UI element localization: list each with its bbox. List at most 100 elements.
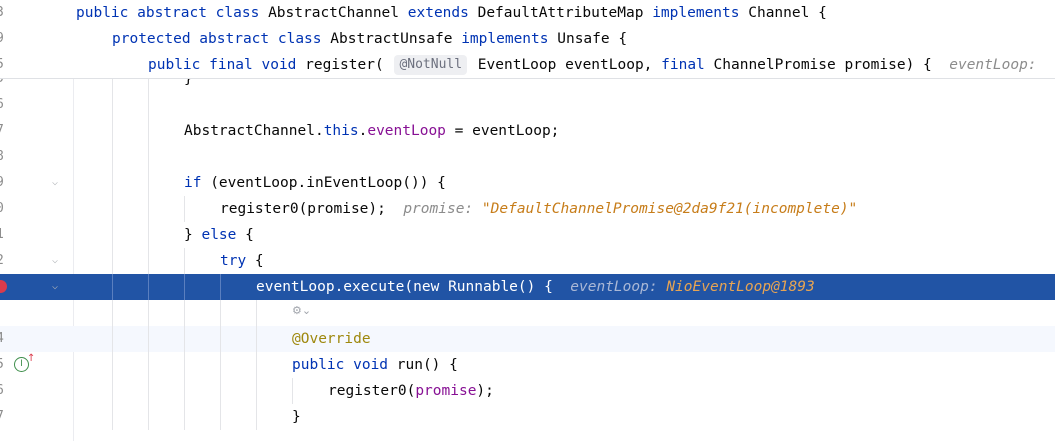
indent-guide — [112, 118, 113, 144]
code-line[interactable]: 6 register0(promise); — [0, 378, 1055, 404]
indent-guide — [112, 352, 113, 378]
line-number[interactable] — [0, 274, 22, 300]
code-text[interactable]: protected abstract class AbstractUnsafe … — [112, 26, 627, 52]
indent-guide — [220, 300, 221, 326]
line-number[interactable]: 7 — [0, 404, 22, 430]
code-text[interactable]: } else { — [184, 222, 254, 248]
breakpoint-icon[interactable] — [0, 280, 7, 293]
line-number-text: 9 — [0, 170, 4, 196]
indent-guide — [220, 378, 221, 404]
implements-method-icon[interactable]: I — [14, 357, 29, 372]
code-line[interactable]: 5I↑ public void run() { — [0, 352, 1055, 378]
indent-guide — [148, 248, 149, 274]
sticky-code-line[interactable]: 9 protected abstract class AbstractUnsafe… — [0, 26, 1055, 52]
gutter-action-icon[interactable]: ⚙⌄ — [292, 304, 312, 317]
code-text[interactable]: } — [184, 66, 193, 92]
code-text[interactable]: public final void register( @NotNull Eve… — [148, 52, 1045, 78]
code-text[interactable]: AbstractChannel.this.eventLoop = eventLo… — [184, 118, 559, 144]
indent-guide — [184, 378, 185, 404]
indent-guide — [220, 274, 221, 300]
indent-guide — [148, 222, 149, 248]
line-number[interactable]: 6 — [0, 92, 22, 118]
fold-chevron-icon[interactable]: ⌵ — [52, 255, 59, 266]
code-text[interactable]: public abstract class AbstractChannel ex… — [76, 0, 827, 26]
code-text[interactable]: try { — [220, 248, 264, 274]
line-number[interactable]: 2 — [0, 248, 22, 274]
code-line[interactable]: 7 AbstractChannel.this.eventLoop = eventL… — [0, 118, 1055, 144]
code-text[interactable]: } — [292, 404, 301, 430]
code-line[interactable]: 9 ⌵ if (eventLoop.inEventLoop()) { — [0, 170, 1055, 196]
line-number[interactable]: 0 — [0, 196, 22, 222]
code-line[interactable]: 6 — [0, 92, 1055, 118]
code-token: Unsafe { — [557, 31, 628, 47]
code-text[interactable]: public void run() { — [292, 352, 458, 378]
navigate-up-arrow-icon[interactable]: ↑ — [27, 353, 36, 364]
indent-guide — [220, 352, 221, 378]
line-number-text: 2 — [0, 248, 4, 274]
line-number-text: 9 — [0, 26, 4, 52]
code-line[interactable]: 1 } else { — [0, 222, 1055, 248]
indent-guide — [256, 300, 257, 326]
indent-guide — [112, 326, 113, 352]
indent-guide — [184, 352, 185, 378]
line-number[interactable]: 9 — [0, 170, 22, 196]
code-text[interactable]: @Override — [292, 326, 371, 352]
code-text[interactable]: eventLoop.execute(new Runnable() { event… — [256, 274, 815, 300]
code-token: run() { — [396, 357, 458, 373]
line-number[interactable]: 6 — [0, 378, 22, 404]
line-number[interactable]: 8 — [0, 144, 22, 170]
line-number[interactable]: 1 — [0, 222, 22, 248]
indent-guide — [148, 326, 149, 352]
line-number[interactable]: 7 — [0, 118, 22, 144]
code-token: = eventLoop; — [445, 123, 560, 139]
code-line[interactable]: 4 @Override — [0, 326, 1055, 352]
code-line[interactable]: 0 register0(promise); promise: "DefaultCh… — [0, 196, 1055, 222]
code-token: . — [358, 123, 368, 139]
indent-guide — [148, 352, 149, 378]
code-line[interactable]: 7} — [0, 404, 1055, 430]
indent-guide — [148, 92, 149, 118]
line-number[interactable]: 5 — [0, 52, 22, 78]
indent-guide — [184, 326, 185, 352]
code-line[interactable]: 8 — [0, 144, 1055, 170]
indent-guide — [256, 404, 257, 430]
line-number[interactable] — [0, 300, 22, 326]
code-line[interactable]: 2 ⌵ try { — [0, 248, 1055, 274]
indent-guide — [148, 66, 149, 92]
code-text[interactable]: register0(promise); — [328, 378, 494, 404]
indent-guide — [220, 326, 221, 352]
code-token: eventLoop.execute( — [256, 279, 414, 295]
line-number[interactable]: 5 — [0, 352, 22, 378]
sticky-code-line[interactable]: 3 public abstract class AbstractChannel e… — [0, 0, 1055, 26]
indent-guide — [112, 378, 113, 404]
indent-guide — [256, 326, 257, 352]
indent-guide — [292, 378, 293, 404]
indent-guide — [112, 222, 113, 248]
line-number[interactable]: 9 — [0, 26, 22, 52]
fold-chevron-icon[interactable]: ⌵ — [52, 177, 59, 188]
sticky-scroll-header[interactable]: 3 public abstract class AbstractChannel e… — [0, 0, 1055, 79]
fold-chevron-icon[interactable]: ⌵ — [52, 281, 59, 292]
debug-inline-value: "DefaultChannelPromise@2da9f21(incomplet… — [481, 201, 858, 217]
indent-guide — [112, 248, 113, 274]
debug-inline-value: NioEventLoop@1893 — [666, 279, 815, 295]
code-text[interactable]: register0(promise); promise: "DefaultCha… — [220, 196, 857, 222]
code-line[interactable]: ⌵ eventLoop.execute(new Runnable() { even… — [0, 274, 1055, 300]
line-number-text: 0 — [0, 196, 4, 222]
line-number[interactable]: 3 — [0, 0, 22, 26]
gutter-separator — [73, 0, 74, 441]
indent-guide — [256, 352, 257, 378]
keyword-token: protected abstract class — [112, 31, 331, 47]
indent-guide — [148, 196, 149, 222]
indent-guide — [112, 144, 113, 170]
line-number-text: 1 — [0, 222, 4, 248]
sticky-code-line[interactable]: 5 public final void register( @NotNull Ev… — [0, 52, 1055, 78]
indent-guide — [112, 92, 113, 118]
code-line[interactable]: ⚙⌄ — [0, 300, 1055, 326]
line-number[interactable]: 4 — [0, 326, 22, 352]
indent-guide — [184, 196, 185, 222]
keyword-token: try — [220, 253, 255, 269]
keyword-token: new — [413, 279, 449, 295]
code-text[interactable]: if (eventLoop.inEventLoop()) { — [184, 170, 446, 196]
